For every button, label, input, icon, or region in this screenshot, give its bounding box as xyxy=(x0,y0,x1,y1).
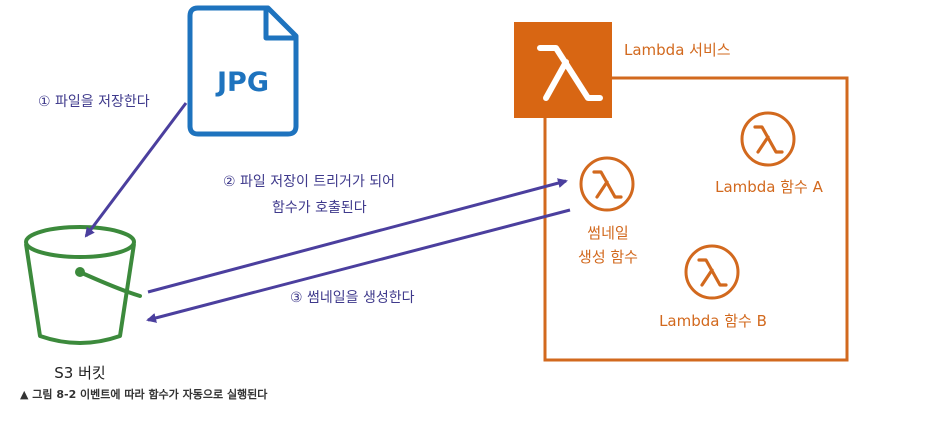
s3-bucket-label: S3 버킷 xyxy=(54,364,105,382)
jpg-file-icon: JPG xyxy=(187,5,299,137)
jpg-file-label: JPG xyxy=(215,67,269,98)
figure-caption: ▲ 그림 8-2 이벤트에 따라 함수가 자동으로 실행된다 xyxy=(20,387,268,401)
step2-label-line2: 함수가 호출된다 xyxy=(272,200,367,216)
step3-label: ③ 썸네일을 생성한다 xyxy=(290,290,415,306)
arrow-trigger-function xyxy=(147,178,568,294)
lambda-function-icon xyxy=(740,111,796,167)
lambda-function-a-label: Lambda 함수 A xyxy=(715,178,824,196)
lambda-function-icon xyxy=(684,244,740,300)
thumbnail-function-label-line1: 썸네일 xyxy=(587,224,628,242)
lambda-service-label: Lambda 서비스 xyxy=(624,41,731,59)
thumbnail-function-label-line2: 생성 함수 xyxy=(578,248,638,266)
arrow-save-file xyxy=(84,102,188,238)
step2-label-line1: ② 파일 저장이 트리거가 되어 xyxy=(223,174,395,190)
lambda-function-icon xyxy=(579,156,635,212)
lambda-service-frame xyxy=(543,76,849,362)
lambda-function-b-label: Lambda 함수 B xyxy=(659,312,767,330)
s3-bucket-icon xyxy=(24,225,142,345)
lambda-service-icon xyxy=(514,22,612,118)
step1-label: ① 파일을 저장한다 xyxy=(38,94,150,110)
arrow-generate-thumbnail xyxy=(146,208,571,323)
